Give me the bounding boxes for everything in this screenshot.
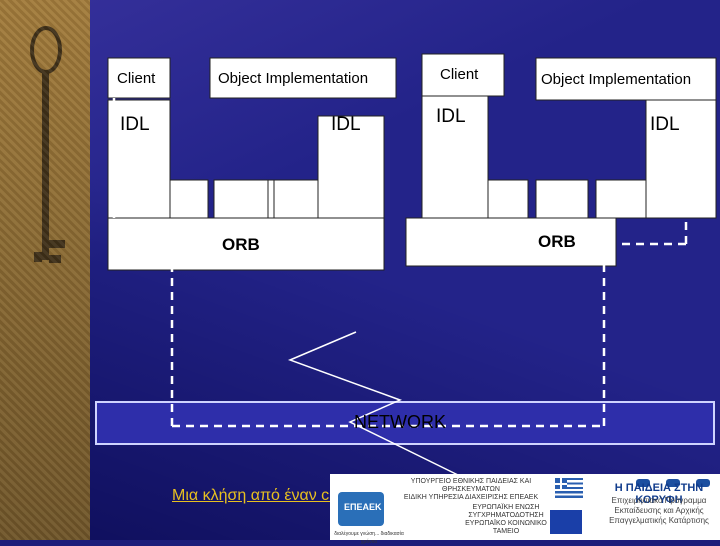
network-label: NETWORK [354,412,446,432]
left-server-idl-label: IDL [331,114,361,135]
left-stub-box-3 [273,179,319,219]
right-object-impl-box [535,57,717,101]
left-orb-label: ORB [222,235,260,254]
program-title: Η ΠΑΙΔΕΙΑ ΣΤΗΝ ΚΟΡΥΦΗ [614,482,704,506]
right-orb-stack [405,53,717,267]
right-object-impl-label: Object Implementation [541,71,692,88]
network-box [95,401,715,445]
left-stub-box-2 [213,179,269,219]
epeaek-2008-logo [338,492,384,526]
right-server-idl-label: IDL [650,114,680,135]
right-stub-box-2 [535,179,589,219]
logo-tagline: διαλέγουμε γνώση... διαδικασία χρόνου [334,531,404,545]
right-orb-label: ORB [538,232,576,251]
eu-flag-icon [550,510,582,534]
right-orb-box [405,217,617,267]
arrow-up-icon [680,104,692,114]
greek-flag-icon [555,478,583,498]
left-client-box [107,57,171,99]
left-server-idl-box [317,115,385,219]
right-client-label: Client [440,66,479,83]
right-client-box [421,53,505,97]
right-client-idl-label: IDL [436,106,466,127]
sponsor-banner: ΕΠΕΑΕΚ 2008 διαλέγουμε γνώση... διαδικασ… [330,474,720,545]
left-orb-box [107,217,385,271]
ministry-text: ΥΠΟΥΡΓΕΙΟ ΕΘΝΙΚΗΣ ΠΑΙΔΕΙΑΣ ΚΑΙ ΘΡΗΣΚΕΥΜΑ… [403,478,539,501]
left-object-impl-label: Object Implementation [218,70,369,87]
right-client-idl-box [421,95,489,219]
right-server-idl-box [645,99,717,219]
right-stub-box-3 [595,179,647,219]
decorative-dots [620,474,710,492]
decorative-key-image [0,0,90,540]
lightning-connector [287,331,461,477]
request-path [112,98,688,428]
program-subtitle: Επιχειρησιακό Πρόγραμμα Εκπαίδευσης και … [609,496,709,525]
eu-text: ΕΥΡΩΠΑΪΚΗ ΕΝΩΣΗ ΣΥΓΧΡΗΜΑΤΟΔΟΤΗΣΗ ΕΥΡΩΠΑΪ… [465,504,547,535]
left-client-idl-label: IDL [120,114,150,135]
logo-text: ΕΠΕΑΕΚ 2008 [344,502,405,512]
left-orb-stack [107,57,397,271]
right-stub-box-1 [487,179,529,219]
left-stub-box-1 [169,179,209,219]
arrow-down-icon [109,238,119,248]
left-client-idl-box [107,99,171,219]
left-client-label: Client [117,70,156,87]
left-object-impl-box [209,57,397,99]
